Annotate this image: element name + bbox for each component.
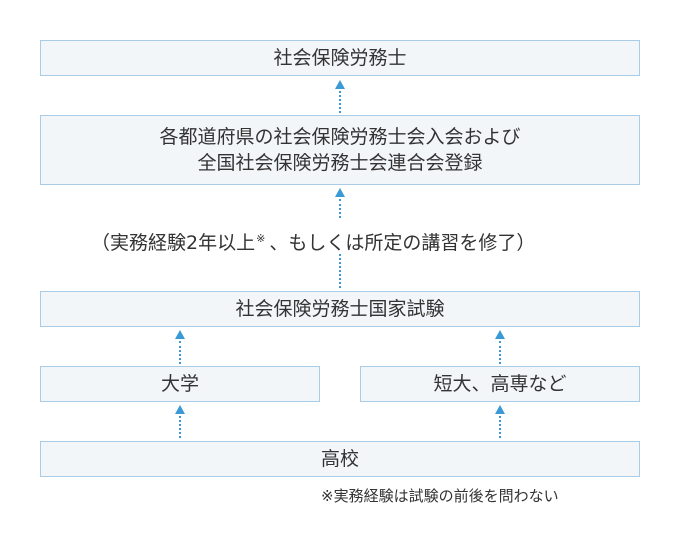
university-box: 大学 (40, 366, 320, 402)
arrow-up-icon (495, 330, 505, 339)
arrow-up-icon (495, 405, 505, 414)
arrow-highschool-to-college (494, 405, 506, 438)
dotted-line (339, 254, 341, 288)
arrow-requirement-to-registration (334, 188, 346, 218)
registration-box: 各都道府県の社会保険労務士会入会および 全国社会保険労務士会連合会登録 (40, 115, 640, 185)
high-school-box: 高校 (40, 441, 640, 477)
dotted-line (339, 91, 341, 113)
footnote: ※実務経験は試験の前後を問わない (321, 487, 559, 505)
university-label: 大学 (160, 373, 199, 395)
arrow-highschool-to-university (174, 405, 186, 438)
junior-college-label: 短大、高専など (433, 373, 567, 395)
dotted-line (179, 416, 181, 438)
arrow-university-to-exam (174, 330, 186, 364)
requirement-rest: 、もしくは所定の講習を修了） (269, 232, 536, 254)
arrow-college-to-exam (494, 330, 506, 364)
arrow-up-icon (335, 188, 345, 197)
dotted-line (179, 341, 181, 364)
arrow-registration-to-top (334, 80, 346, 113)
requirement-main: （実務経験2年以上 (91, 232, 256, 254)
requirement-footnote-mark: ※ (256, 232, 266, 245)
national-exam-label: 社会保険労務士国家試験 (235, 298, 445, 320)
arrow-up-icon (335, 80, 345, 89)
dotted-line (499, 416, 501, 438)
dotted-line (499, 341, 501, 364)
registration-line-1: 各都道府県の社会保険労務士会入会および (159, 126, 521, 148)
arrow-exam-to-requirement (334, 254, 346, 288)
requirement-text: （実務経験2年以上※、もしくは所定の講習を修了） (91, 227, 535, 255)
junior-college-box: 短大、高専など (360, 366, 640, 402)
registration-line-2: 全国社会保険労務士会連合会登録 (197, 152, 483, 174)
certified-sharoushi-label: 社会保険労務士 (273, 47, 407, 69)
certified-sharoushi-box: 社会保険労務士 (40, 40, 640, 76)
arrow-up-icon (175, 405, 185, 414)
national-exam-box: 社会保険労務士国家試験 (40, 291, 640, 327)
arrow-up-icon (175, 330, 185, 339)
dotted-line (339, 199, 341, 218)
high-school-label: 高校 (320, 448, 359, 470)
